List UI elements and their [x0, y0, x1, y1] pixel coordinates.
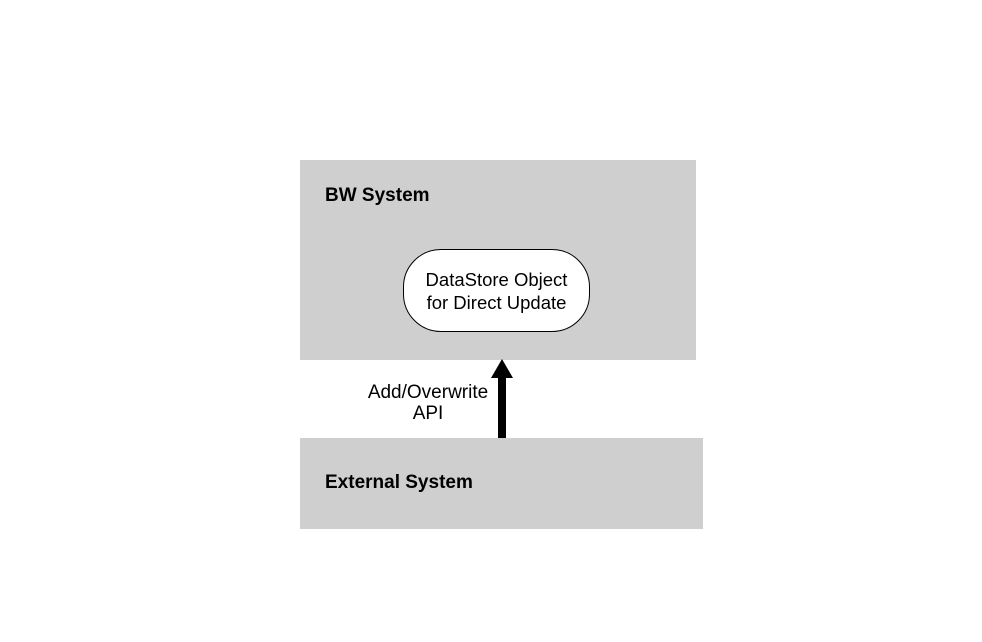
- datastore-object-label-line2: for Direct Update: [426, 291, 567, 313]
- bw-system-box: BW System DataStore Object for Direct Up…: [300, 160, 696, 360]
- api-arrow-label: Add/Overwrite API: [340, 382, 516, 424]
- datastore-object-label: DataStore Object for Direct Update: [426, 268, 568, 314]
- api-arrow-up: [491, 359, 513, 438]
- arrow-head-icon: [491, 359, 513, 378]
- external-system-label: External System: [325, 472, 473, 493]
- datastore-object-label-line1: DataStore Object: [425, 268, 568, 290]
- api-arrow-label-line2: API: [412, 403, 444, 424]
- arrow-shaft: [498, 376, 506, 438]
- external-system-box: External System: [300, 438, 703, 529]
- bw-system-label: BW System: [325, 185, 430, 206]
- datastore-object-node: DataStore Object for Direct Update: [403, 249, 590, 332]
- api-arrow-label-line1: Add/Overwrite: [367, 382, 489, 403]
